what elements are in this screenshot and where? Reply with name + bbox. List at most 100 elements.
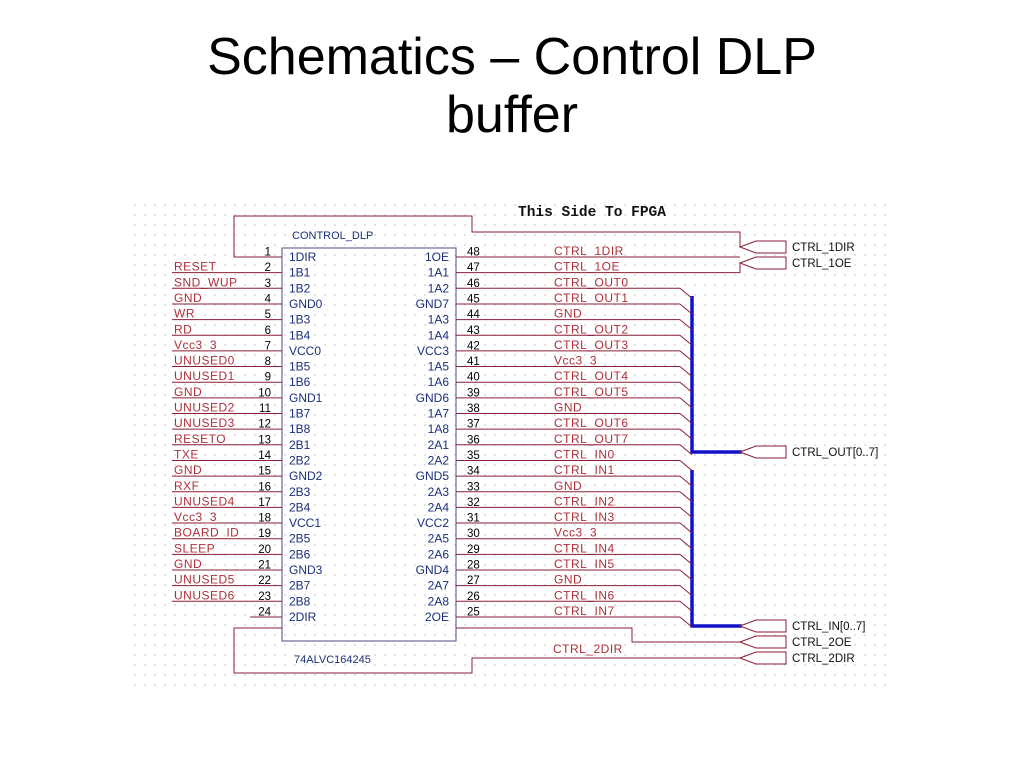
net-label-gnd: GND (554, 401, 582, 415)
net-label-ctrl-out2: CTRL_OUT2 (554, 322, 629, 336)
net-label-vcc3-3: Vcc3_3 (554, 526, 597, 540)
pin-number-39: 39 (467, 387, 480, 399)
net-label-ctrl-in5: CTRL_IN5 (554, 557, 615, 571)
pin-number-19: 19 (258, 528, 271, 540)
pin-name-1a2: 1A2 (428, 281, 450, 295)
net-label-gnd: GND (554, 573, 582, 587)
pin-name-1a7: 1A7 (428, 407, 450, 421)
pin-number-6: 6 (265, 325, 271, 337)
pin-number-43: 43 (467, 325, 480, 337)
wire-1dir-loop (233, 215, 741, 258)
bus-entry-34 (679, 475, 693, 487)
pin-name-1b4: 1B4 (289, 328, 311, 342)
pin-number-31: 31 (467, 513, 480, 525)
port-label-ctrl-1oe: CTRL_1OE (792, 258, 852, 270)
pin-name-1b7: 1B7 (289, 407, 311, 421)
net-label-gnd: GND (174, 463, 202, 477)
port-label-ctrl-out-0-7: CTRL_OUT[0..7] (792, 447, 878, 459)
net-label-ctrl-in6: CTRL_IN6 (554, 588, 615, 602)
net-label-gnd: GND (554, 479, 582, 493)
pin-number-18: 18 (258, 513, 271, 525)
fpga-side-note: This Side To FPGA (518, 205, 666, 221)
bus-entry-41 (679, 366, 693, 377)
pin-number-36: 36 (467, 434, 480, 446)
pin-number-1: 1 (265, 247, 271, 259)
net-label-snd-wup: SND_WUP (174, 275, 238, 289)
pin-name-vcc0: VCC0 (289, 344, 321, 358)
pin-name-2b5: 2B5 (289, 532, 311, 546)
bus-ctrl-in (690, 470, 742, 628)
pin-number-16: 16 (258, 481, 271, 493)
pin-name-1b1: 1B1 (289, 266, 311, 280)
pin-name-2b8: 2B8 (289, 594, 311, 608)
pin-name-1a5: 1A5 (428, 360, 450, 374)
pin-number-14: 14 (258, 450, 271, 462)
bus-entry-35 (679, 460, 693, 471)
net-label-ctrl-out1: CTRL_OUT1 (554, 291, 629, 305)
bus-entry-40 (679, 381, 693, 393)
bus-entry-33 (679, 491, 693, 503)
pin-name-1dir: 1DIR (289, 250, 317, 264)
pin-number-23: 23 (258, 591, 271, 603)
net-label-vcc3-3: Vcc3_3 (174, 510, 217, 524)
pin-number-17: 17 (258, 497, 271, 509)
bus-entry-45 (679, 303, 693, 315)
net-label-ctrl-out6: CTRL_OUT6 (554, 416, 629, 430)
pin-number-33: 33 (467, 481, 480, 493)
net-label-sleep: SLEEP (174, 541, 215, 555)
pin-number-34: 34 (467, 466, 480, 478)
net-label-vcc3-3: Vcc3_3 (554, 354, 597, 368)
pin-number-28: 28 (467, 560, 480, 572)
bus-entry-28 (679, 569, 693, 581)
title-line-1: Schematics – Control DLP (207, 28, 817, 86)
net-label-unused4: UNUSED4 (174, 494, 235, 508)
bus-entry-29 (679, 553, 693, 565)
net-label-board-id: BOARD_ID (174, 526, 239, 540)
bus-ctrl-out (690, 296, 742, 454)
pin-number-11: 11 (259, 403, 271, 415)
pin-name-2a3: 2A3 (428, 485, 450, 499)
port-label-ctrl-2dir: CTRL_2DIR (792, 653, 855, 665)
bus-entry-39 (679, 397, 693, 409)
bus-entry-32 (679, 507, 693, 518)
pin-number-20: 20 (258, 544, 271, 556)
pin-number-10: 10 (258, 387, 271, 399)
pin-name-2b3: 2B3 (289, 485, 311, 499)
net-label-ctrl-in7: CTRL_IN7 (554, 604, 615, 618)
pin-name-vcc3: VCC3 (417, 344, 449, 358)
title-line-2: buffer (445, 86, 579, 144)
pin-number-2: 2 (265, 262, 271, 274)
pin-name-vcc1: VCC1 (289, 516, 321, 530)
pin-number-40: 40 (467, 372, 480, 384)
pin-name-1b5: 1B5 (289, 360, 311, 374)
bus-entry-42 (679, 350, 693, 362)
pin-name-1b8: 1B8 (289, 422, 311, 436)
pin-name-2b6: 2B6 (289, 547, 311, 561)
port-label-ctrl-in-0-7: CTRL_IN[0..7] (792, 621, 866, 633)
pin-number-38: 38 (467, 403, 480, 415)
net-label-ctrl-in0: CTRL_IN0 (554, 447, 615, 461)
port-label-ctrl-2oe: CTRL_2OE (792, 637, 852, 649)
port-shape-ctrl-2oe (738, 635, 787, 649)
pin-number-29: 29 (467, 544, 480, 556)
net-label-ctrl-in1: CTRL_IN1 (554, 463, 615, 477)
pin-name-gnd7: GND7 (416, 297, 450, 311)
bus-entry-36 (679, 444, 693, 456)
net-label-ctrl-out4: CTRL_OUT4 (554, 369, 629, 383)
pin-number-35: 35 (467, 450, 480, 462)
bus-entry-37 (679, 428, 693, 440)
pin-number-37: 37 (467, 419, 480, 431)
bus-entry-43 (679, 334, 693, 346)
net-label-txe: TXE (174, 447, 199, 461)
pin-name-gnd0: GND0 (289, 297, 323, 311)
pin-number-47: 47 (467, 262, 480, 274)
pin-name-2a1: 2A1 (428, 438, 450, 452)
net-label-ctrl-in4: CTRL_IN4 (554, 541, 615, 555)
pin-name-vcc2: VCC2 (417, 516, 449, 530)
bus-entry-38 (679, 413, 693, 424)
net-label-ctrl-in3: CTRL_IN3 (554, 510, 615, 524)
pin-number-24: 24 (258, 606, 271, 618)
